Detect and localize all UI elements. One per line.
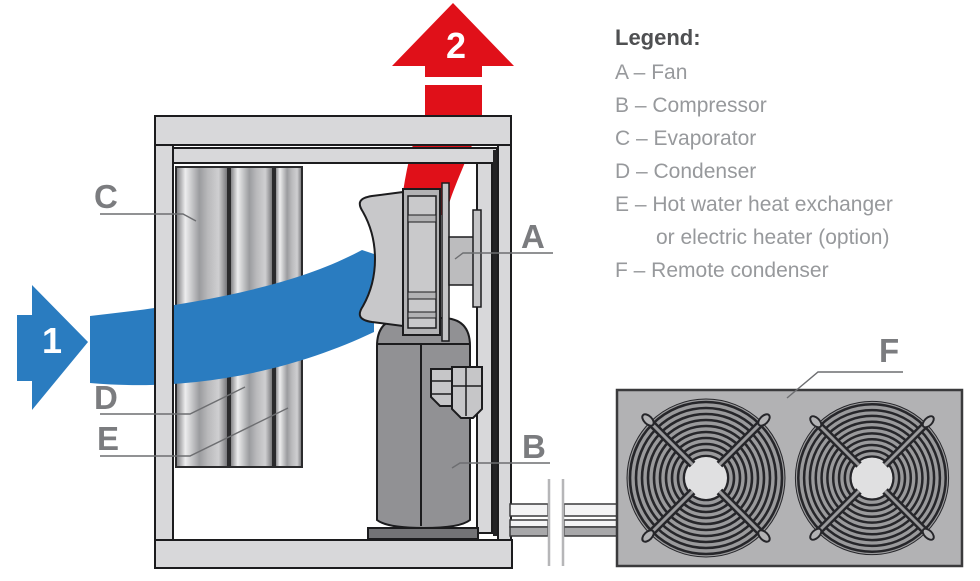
cabinet-inner-rail [172, 147, 498, 164]
pipe-lower-top-left [509, 519, 549, 528]
cabinet-top-panel [154, 115, 512, 146]
leader-A [454, 252, 553, 260]
remote-condenser [615, 388, 964, 568]
impeller-band [407, 291, 437, 300]
legend-item-evaporator: C – Evaporator [615, 127, 757, 150]
compressor [367, 317, 483, 540]
cabinet-right-wall [497, 144, 512, 541]
cabinet-base [154, 539, 513, 569]
cabinet-left-wall [154, 115, 174, 541]
legend-item-heat-exchanger: E – Hot water heat exchanger [615, 193, 893, 216]
outlet-arrow-stub [425, 65, 482, 77]
outlet-arrow-tip [392, 3, 514, 66]
exhaust-arrow-shaft [425, 85, 482, 120]
cabinet-frame [154, 115, 513, 569]
compressor-body [376, 317, 471, 530]
pipe-lower-left [509, 526, 549, 537]
pipe-upper-left [509, 503, 549, 517]
refrigerant-pipes [509, 479, 621, 566]
fan-motor [448, 236, 476, 286]
leader-C [100, 213, 197, 222]
label-evaporator: C [94, 178, 118, 215]
legend-title: Legend: [615, 25, 701, 50]
legend-item-compressor: B – Compressor [615, 94, 767, 117]
impeller-band [407, 311, 437, 319]
compressor-fitting-small [430, 368, 453, 407]
inlet-marker: 1 [41, 320, 63, 361]
fan-back-plate [441, 182, 450, 342]
leader-F [786, 371, 903, 399]
condenser-fan-grille-left [627, 399, 785, 557]
label-remote-condenser: F [879, 332, 900, 369]
pipe-lower-top-right [563, 519, 621, 528]
condenser-fan-grille-right [795, 401, 948, 554]
leader-D [100, 386, 246, 415]
leader-B [451, 462, 550, 469]
leader-lines [100, 213, 903, 469]
label-fan: A [521, 218, 545, 255]
pipe-lower-right [563, 526, 621, 537]
label-heat-exchanger: E [97, 420, 120, 457]
legend-item-condenser: D – Condenser [615, 160, 757, 183]
compressor-fitting-large [451, 366, 483, 419]
pipe-upper-right [563, 503, 621, 517]
label-condenser: D [94, 379, 118, 416]
leader-E [100, 407, 289, 457]
compressor-base-plate [367, 527, 479, 540]
fan-assembly [358, 182, 482, 342]
legend-item-fan: A – Fan [615, 61, 688, 84]
legend-item-remote-condenser: F – Remote condenser [615, 259, 829, 282]
fan-inlet-bell [358, 190, 404, 328]
inlet-arrow [17, 285, 88, 410]
cabinet-right-seam [493, 150, 498, 536]
impeller-band [407, 214, 437, 223]
fan-mount-plate [472, 209, 482, 308]
outlet-marker: 2 [445, 25, 467, 66]
label-compressor: B [522, 428, 546, 465]
legend: Legend: A – Fan B – Compressor C – Evapo… [615, 24, 980, 287]
outlet-arrow-head [392, 3, 514, 77]
legend-item-heat-exchanger-2: or electric heater (option) [656, 226, 890, 249]
